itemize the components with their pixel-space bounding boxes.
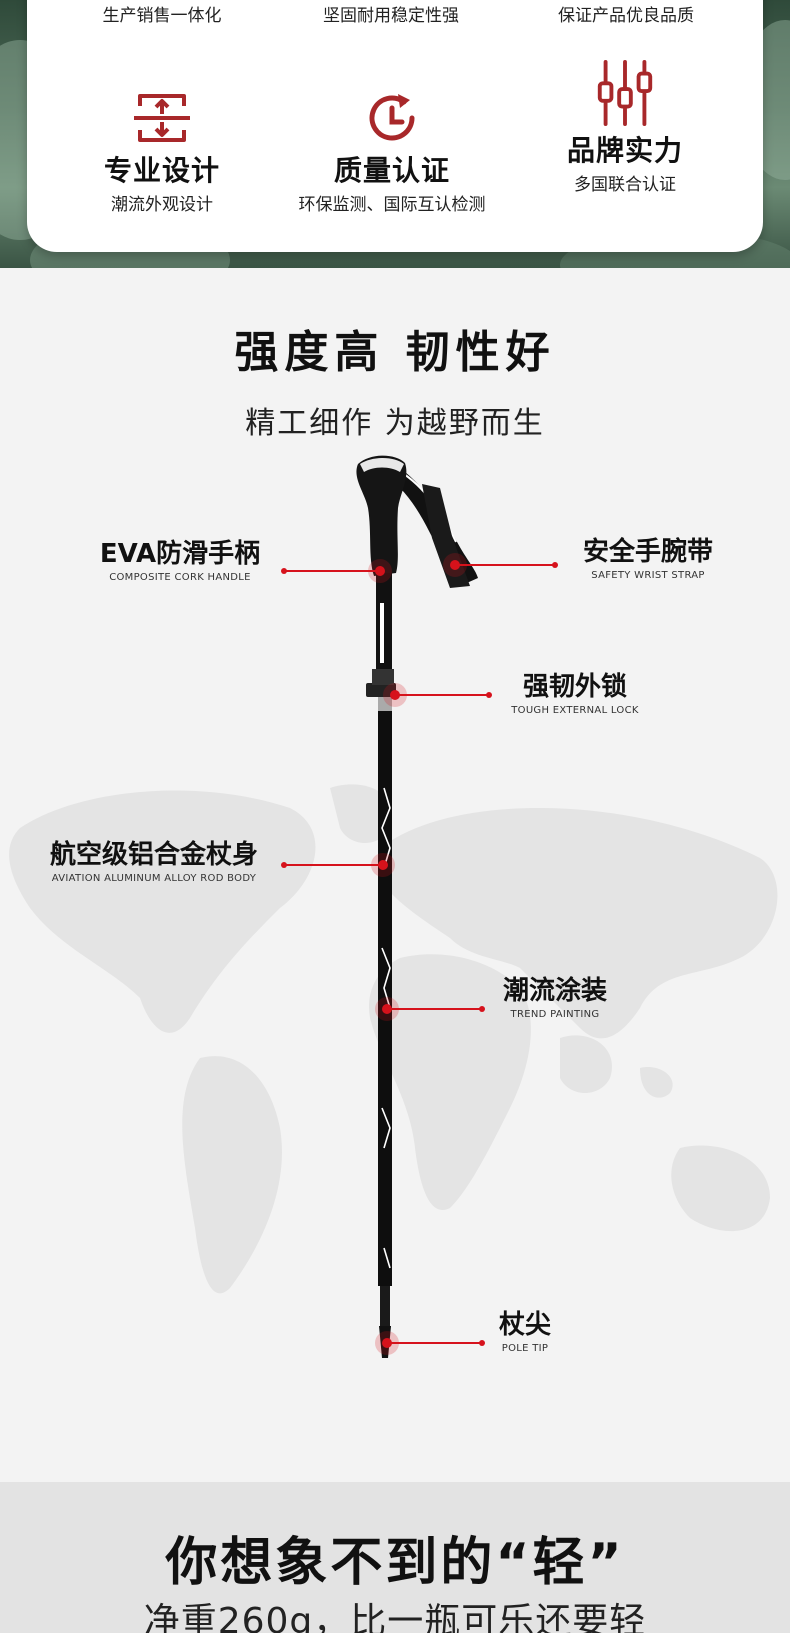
feature-quality-certification: 质量认证 环保监测、国际互认检测 [277, 90, 507, 216]
feature-subtitle: 保证产品优良品质 [558, 6, 694, 26]
feature-subtitle: 多国联合认证 [574, 175, 676, 195]
label-external-lock: 强韧外锁 TOUGH EXTERNAL LOCK [500, 671, 650, 716]
brand-strength-icon [597, 60, 653, 126]
feature-subtitle: 生产销售一体化 [102, 6, 222, 26]
pole-anatomy-section: 强度高 韧性好 精工细作 为越野而生 [0, 268, 790, 1482]
label-subtitle: AVIATION ALUMINUM ALLOY ROD BODY [51, 873, 257, 884]
features-band: 生产销售一体化 坚固耐用稳定性强 保证产品优良品质 专业设计 潮流外观设计 [0, 0, 790, 268]
feature-title: 专业设计 [103, 154, 220, 187]
feature-subtitle: 环保监测、国际互认检测 [298, 195, 486, 215]
label-subtitle: COMPOSITE CORK HANDLE [109, 572, 251, 583]
label-subtitle: SAFETY WRIST STRAP [591, 570, 705, 581]
label-trend-painting: 潮流涂装 TREND PAINTING [493, 975, 617, 1020]
label-title: 强韧外锁 [522, 672, 627, 702]
feature-subtitle: 坚固耐用稳定性强 [323, 6, 459, 26]
section-subheadline: 精工细作 为越野而生 [245, 406, 545, 441]
label-pole-tip: 杖尖 POLE TIP [490, 1309, 560, 1354]
label-subtitle: TOUGH EXTERNAL LOCK [511, 705, 639, 716]
label-title: EVA防滑手柄 [99, 539, 261, 569]
feature-professional-design: 专业设计 潮流外观设计 [47, 90, 277, 216]
label-title: 航空级铝合金杖身 [49, 840, 258, 870]
trekking-pole-illustration [281, 455, 558, 1358]
design-icon [134, 94, 190, 142]
label-title: 潮流涂装 [502, 976, 607, 1006]
label-wrist-strap: 安全手腕带 SAFETY WRIST STRAP [566, 536, 730, 581]
feature-subtitle: 潮流外观设计 [111, 195, 213, 215]
label-rod-body: 航空级铝合金杖身 AVIATION ALUMINUM ALLOY ROD BOD… [38, 839, 270, 884]
lightweight-subheadline: 净重260g，比一瓶可乐还要轻 [143, 1601, 647, 1633]
section-headline: 强度高 韧性好 [234, 327, 556, 378]
label-handle: EVA防滑手柄 COMPOSITE CORK HANDLE [90, 538, 270, 583]
lightweight-headline: 你想象不到的“轻” [165, 1533, 625, 1593]
feature-title: 质量认证 [333, 154, 450, 187]
label-title: 安全手腕带 [582, 537, 713, 567]
world-map-background [9, 784, 778, 1294]
label-title: 杖尖 [498, 1310, 551, 1340]
feature-brand-strength: 品牌实力 多国联合认证 [510, 60, 740, 196]
label-subtitle: POLE TIP [501, 1343, 549, 1354]
label-subtitle: TREND PAINTING [510, 1009, 600, 1020]
feature-title: 品牌实力 [566, 134, 683, 167]
lightweight-section: 你想象不到的“轻” 净重260g，比一瓶可乐还要轻 [0, 1482, 790, 1633]
quality-certification-icon [369, 94, 415, 141]
feature-card: 生产销售一体化 坚固耐用稳定性强 保证产品优良品质 专业设计 潮流外观设计 [27, 0, 763, 252]
